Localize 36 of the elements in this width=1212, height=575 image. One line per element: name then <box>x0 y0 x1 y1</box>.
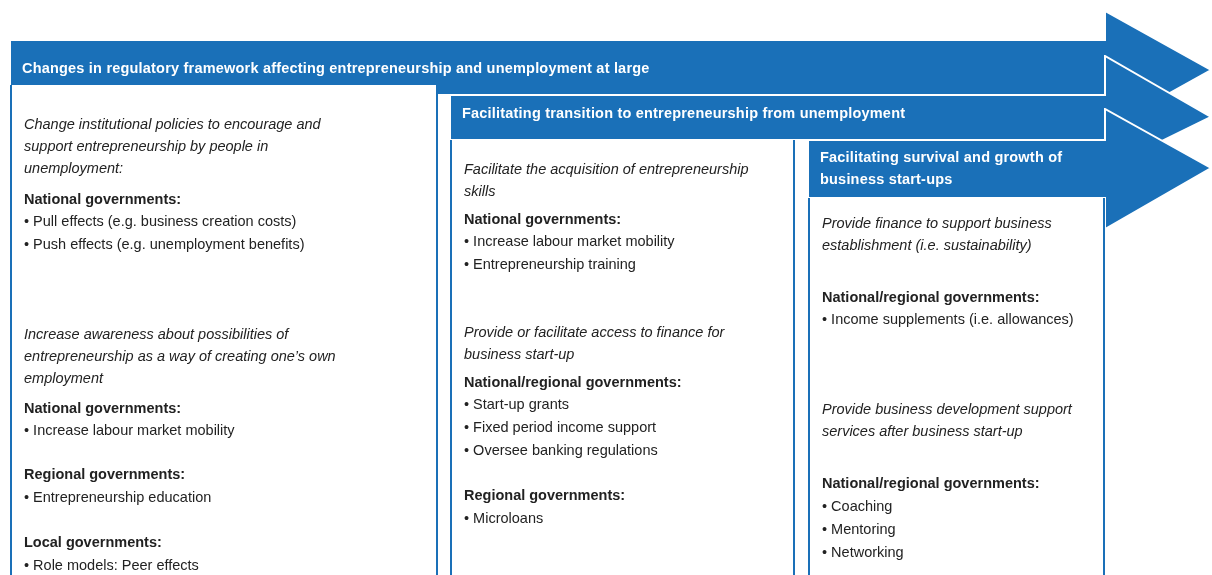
bullet-item: • Networking <box>822 543 905 562</box>
group-heading: National governments: <box>24 190 183 209</box>
group-heading: Regional governments: <box>24 465 187 484</box>
column-panel <box>450 140 795 575</box>
bullet-item: • Income supplements (i.e. allowances) <box>822 310 1075 329</box>
column-panel <box>808 198 1105 575</box>
band-heading: Changes in regulatory framework affecting entrepreneurship and unemployment at large <box>22 59 651 78</box>
group-heading: Regional governments: <box>464 486 627 505</box>
bullet-item: • Increase labour market mobility <box>24 421 236 440</box>
bullet-item: • Entrepreneurship education <box>24 488 213 507</box>
objective-text: Increase awareness about possibilities of entrepreneurship as a way of creating one’s own employment <box>24 325 337 388</box>
group-heading: National governments: <box>464 210 623 229</box>
bullet-item: • Increase labour market mobility <box>464 232 676 251</box>
group-heading: National/regional governments: <box>822 288 1041 307</box>
bullet-item: • Role models: Peer effects <box>24 556 200 575</box>
bullet-item: • Fixed period income support <box>464 418 658 437</box>
objective-text: Provide finance to support business establishment (i.e. sustainability) <box>822 214 1053 255</box>
column-panel <box>10 85 438 575</box>
group-heading: National governments: <box>24 399 183 418</box>
bullet-item: • Entrepreneurship training <box>464 255 637 274</box>
bullet-item: • Pull effects (e.g. business creation costs) <box>24 212 298 231</box>
group-heading: National/regional governments: <box>822 474 1041 493</box>
band-heading: Facilitating survival and growth of business start-ups <box>820 148 1064 189</box>
bullet-item: • Mentoring <box>822 520 897 539</box>
group-heading: Local governments: <box>24 533 163 552</box>
objective-text: Provide or facilitate access to finance for business start-up <box>464 323 726 364</box>
bullet-item: • Push effects (e.g. unemployment benefits) <box>24 235 306 254</box>
objective-text: Change institutional policies to encourage and support entrepreneurship by people in unemployment: <box>24 115 322 178</box>
bullet-item: • Coaching <box>822 497 894 516</box>
bullet-item: • Microloans <box>464 509 545 528</box>
group-heading: National/regional governments: <box>464 373 683 392</box>
objective-text: Facilitate the acquisition of entrepreneurship skills <box>464 160 750 201</box>
band-heading: Facilitating transition to entrepreneurship from unemployment <box>462 104 907 123</box>
objective-text: Provide business development support services after business start-up <box>822 400 1074 441</box>
bullet-item: • Start-up grants <box>464 395 570 414</box>
bullet-item: • Oversee banking regulations <box>464 441 659 460</box>
